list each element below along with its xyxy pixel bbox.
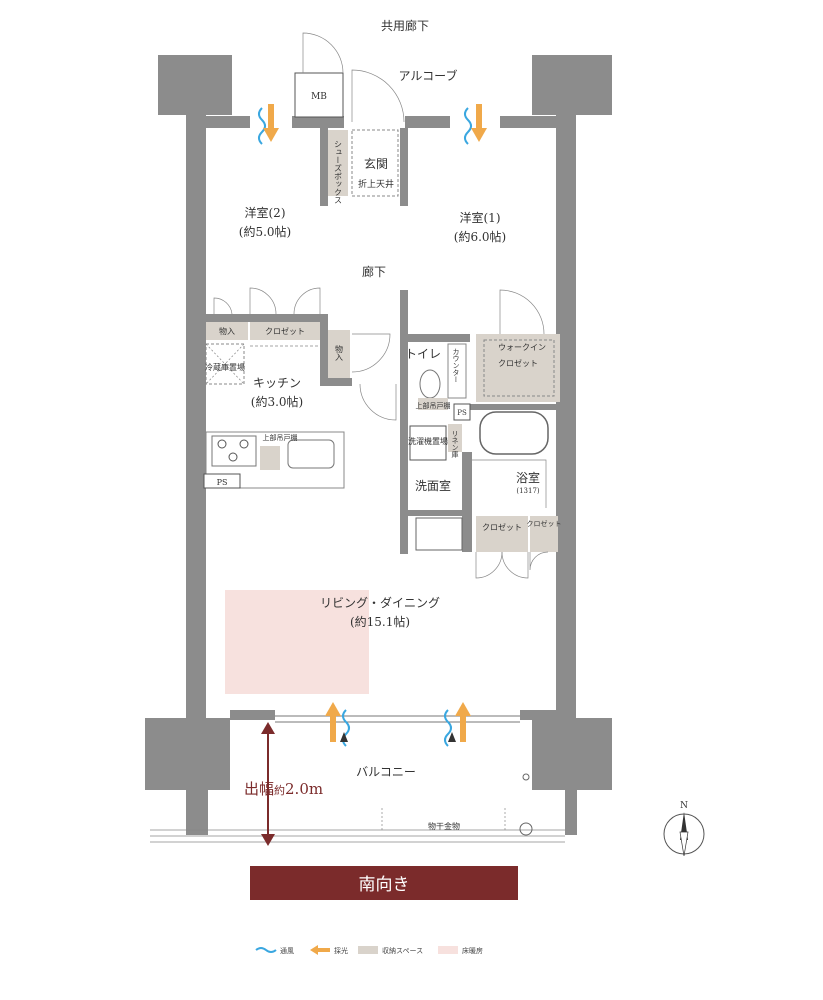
floor-heating-area — [225, 590, 369, 694]
ventilation-icon-bottom-left — [325, 702, 350, 747]
closet1-label: クロゼット — [265, 326, 305, 336]
storage1-label: 物入 — [219, 326, 235, 336]
counter-box — [447, 343, 467, 399]
upper-cabinet2-label: 上部吊戸棚 — [416, 401, 451, 410]
washer-label: 洗濯機置場 — [408, 436, 448, 446]
hallway-label: 廊下 — [362, 264, 386, 279]
fridge-label: 冷蔵庫置場 — [205, 362, 245, 372]
alcove-label: アルコーブ — [399, 68, 458, 83]
drain-icon — [519, 822, 533, 836]
legend-daylight-label: 採光 — [334, 946, 348, 955]
legend-ventilation-label: 通風 — [280, 946, 294, 955]
ventilation-icon-top-right — [464, 104, 487, 145]
entrance-sub-label: 折上天井 — [358, 178, 394, 190]
north-compass-icon: N — [663, 801, 705, 857]
common-corridor-label: 共用廊下 — [381, 18, 429, 33]
ventilation-icon-bottom-right — [444, 702, 471, 747]
storage1-box — [206, 322, 248, 340]
room1-size: (約6.0帖) — [454, 229, 506, 244]
room2-size: (約5.0帖) — [239, 224, 291, 239]
mb-label: MB — [311, 92, 327, 102]
linen-label: リネン庫 — [451, 430, 459, 459]
legend: 通風 採光 収納スペース 床暖房 — [255, 945, 483, 955]
vanity-icon — [415, 517, 463, 551]
walkin-closet-box — [476, 334, 560, 402]
drying-label: 物干金物 — [428, 821, 460, 831]
counter-label: カウンター — [452, 348, 460, 383]
orientation-banner — [250, 866, 518, 900]
sink-icon — [287, 439, 335, 469]
ps2-box — [453, 403, 471, 421]
bath-label: 浴室 — [516, 470, 540, 485]
living-size: (約15.1帖) — [350, 614, 410, 629]
bathtub-icon — [479, 411, 549, 455]
stove-icon — [211, 435, 257, 467]
floor-heating-legend-icon — [438, 946, 458, 954]
kitchen-label: キッチン — [253, 376, 301, 390]
svg-text:N: N — [680, 801, 688, 811]
mb-box — [294, 72, 344, 118]
orientation-label: 南向き — [359, 875, 410, 895]
balcony-label: バルコニー — [356, 765, 416, 779]
legend-floor-heating-label: 床暖房 — [462, 946, 483, 955]
ps1-box — [203, 473, 241, 489]
walkin-label: ウォークイン — [498, 343, 546, 352]
storage-legend-icon — [358, 946, 378, 954]
depth-arrow — [261, 722, 275, 846]
upper-cabinet-label: 上部吊戸棚 — [263, 433, 298, 442]
closet3-box — [530, 516, 558, 552]
entrance-label: 玄関 — [364, 156, 388, 171]
ventilation-icon-top-left — [258, 104, 279, 145]
fridge-box — [205, 343, 245, 385]
washer-box — [409, 425, 447, 461]
kitchen-size: (約3.0帖) — [251, 394, 303, 409]
ps1-label: PS — [217, 478, 228, 487]
closet2-box — [476, 516, 528, 552]
room1-label: 洋室(1) — [460, 210, 501, 225]
shoe-box — [328, 130, 348, 196]
closet3-label: クロゼット — [527, 519, 562, 528]
legend-storage-label: 収納スペース — [382, 946, 423, 955]
ps2-label: PS — [457, 409, 467, 417]
closet1-box — [250, 322, 320, 340]
toilet-bowl-icon — [419, 369, 441, 399]
toilet-label: トイレ — [405, 347, 441, 361]
exterior-walls — [145, 55, 612, 835]
closet2-label: クロゼット — [482, 522, 522, 532]
daylight-legend-icon — [310, 945, 318, 955]
depth-label: 出幅約2.0m — [244, 780, 323, 798]
storage2-label: 物入 — [335, 344, 344, 361]
storage2-box — [328, 330, 350, 378]
ventilation-legend-icon — [255, 947, 277, 953]
room2-label: 洋室(2) — [245, 205, 286, 220]
shoe-box-label: シューズボックス — [334, 140, 343, 204]
linen-box — [448, 424, 462, 452]
entrance-area — [351, 129, 399, 197]
living-label: リビング・ダイニング — [320, 595, 440, 610]
bath-size: (1317) — [516, 487, 540, 495]
washroom-label: 洗面室 — [415, 478, 451, 493]
walkin-closet-label: クロゼット — [498, 358, 538, 368]
